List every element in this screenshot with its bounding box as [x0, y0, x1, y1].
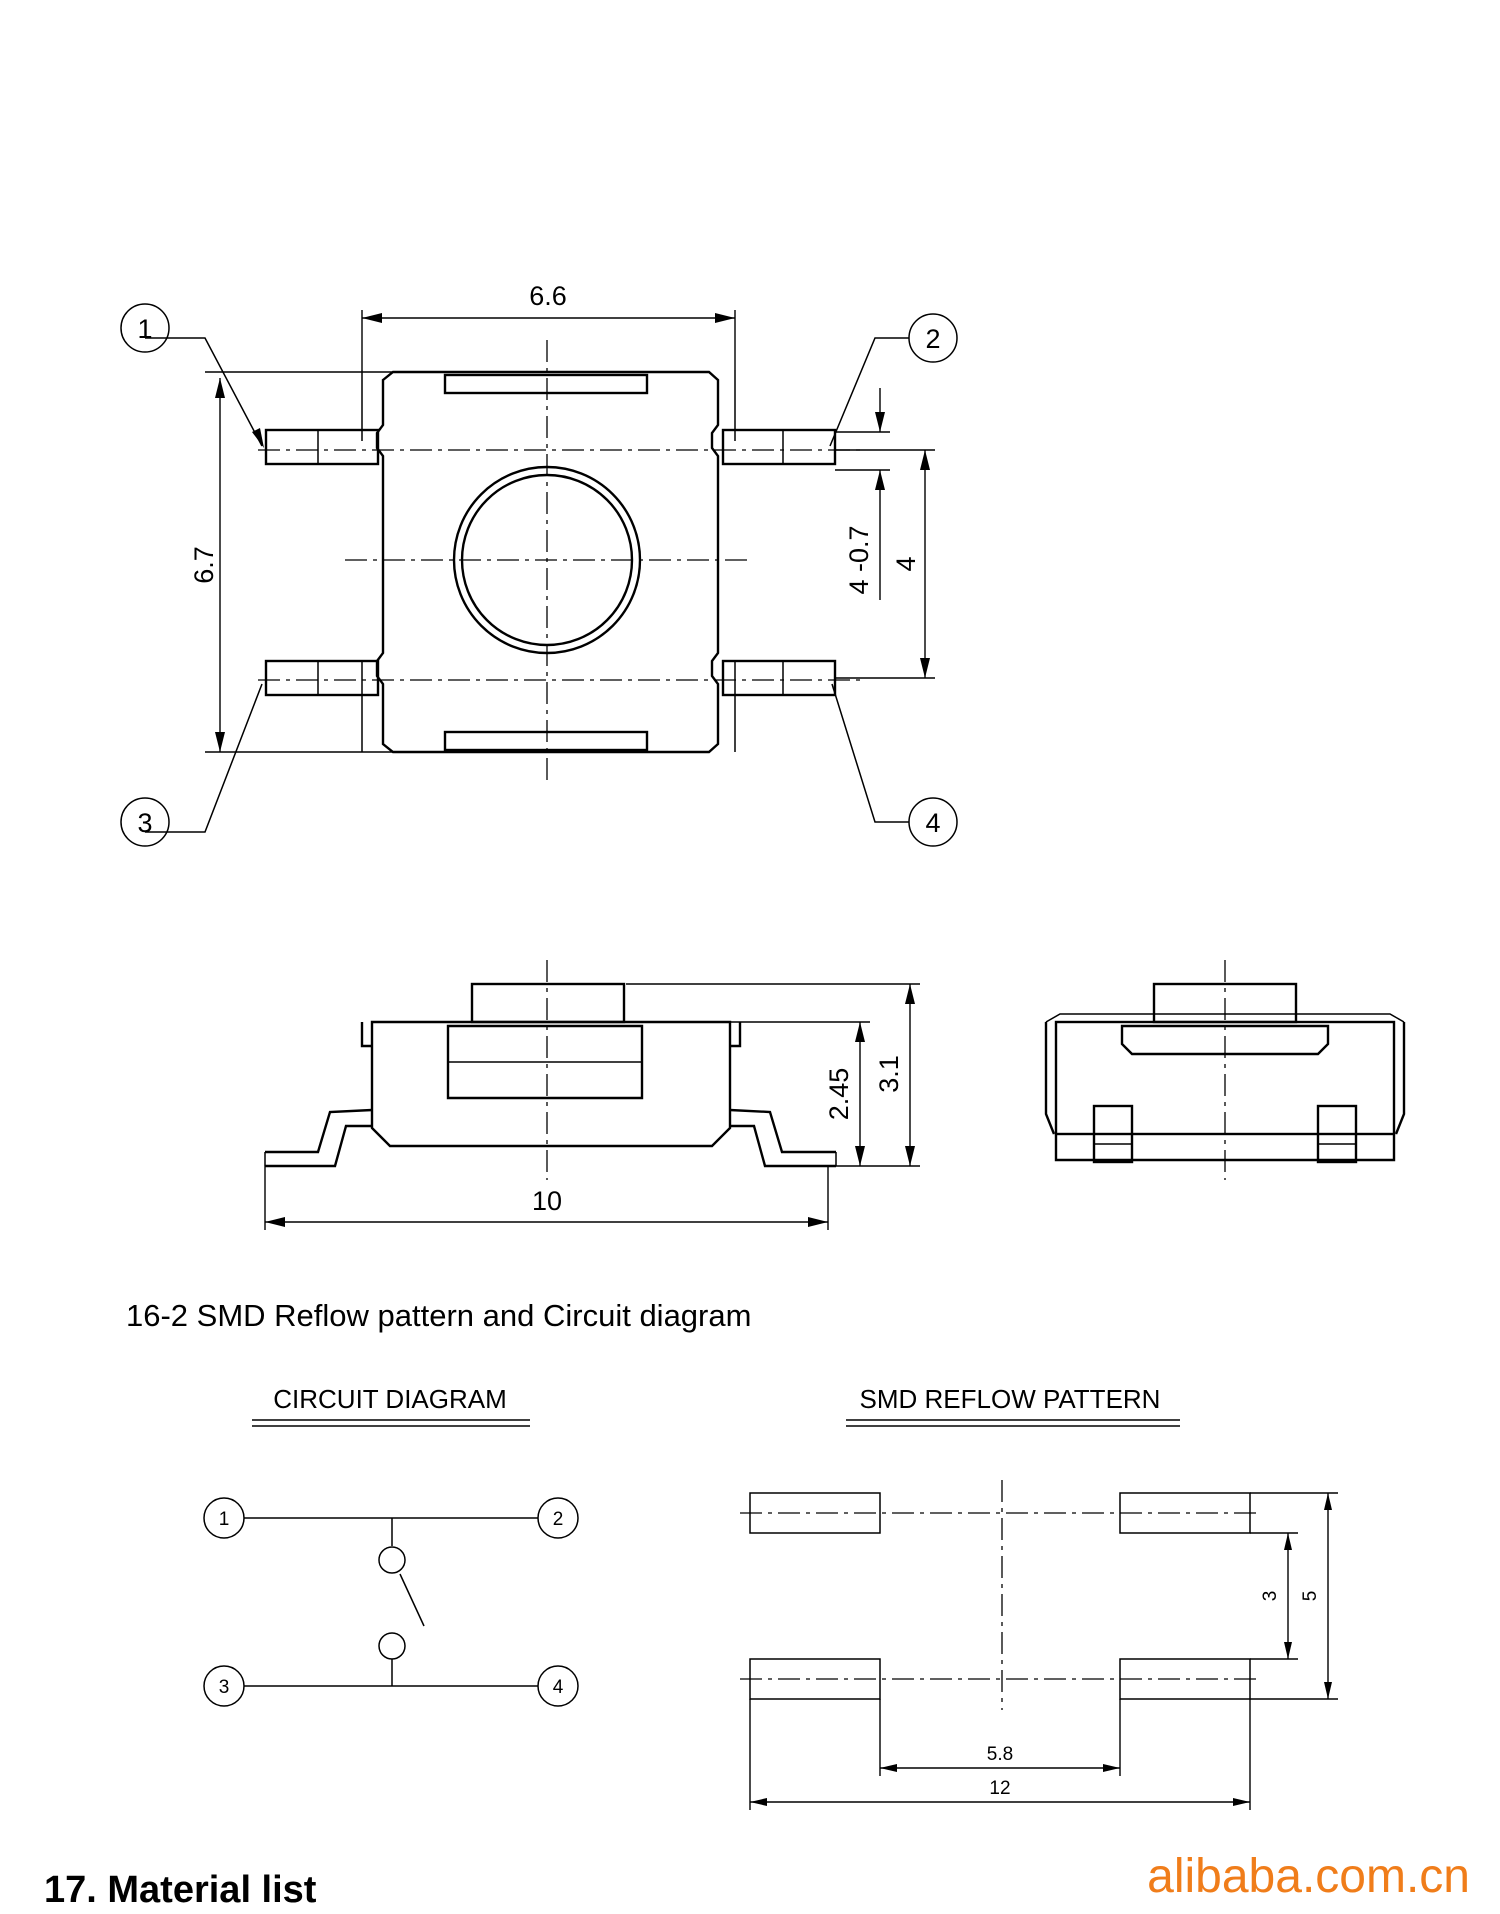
end-actuator-base	[1120, 1024, 1330, 1056]
callout-1-label: 1	[137, 314, 152, 344]
callout-1: 1	[120, 303, 264, 448]
svg-text:2: 2	[553, 1509, 564, 1530]
circuit-title: CIRCUIT DIAGRAM	[273, 1384, 507, 1414]
dim-pad-gap-label: 3	[1260, 1591, 1281, 1602]
dim-body-height-label: 2.45	[824, 1068, 854, 1121]
end-view	[1044, 960, 1406, 1180]
dim-pad-span: 5	[1250, 1492, 1338, 1700]
side-frame-tabs	[360, 1022, 742, 1048]
end-lead-left	[1092, 1104, 1134, 1164]
dim-pitch: 4	[835, 449, 935, 679]
lead-3	[264, 659, 380, 697]
side-lead-left	[265, 1108, 373, 1168]
svg-text:3: 3	[219, 1677, 230, 1698]
dim-pitch-inner: 4 -0.7	[835, 388, 890, 600]
circuit-diagram: CIRCUIT DIAGRAM 1 2 3 4	[203, 1384, 579, 1707]
end-lead-right	[1316, 1104, 1358, 1164]
switch-lever	[399, 1573, 425, 1627]
side-inner-block	[446, 1024, 644, 1100]
callout-4-label: 4	[925, 808, 940, 838]
side-body	[370, 1020, 732, 1148]
callout-2: 2	[829, 313, 958, 447]
dim-length-label: 10	[532, 1186, 562, 1216]
callout-4: 4	[831, 683, 958, 847]
lead-1	[264, 428, 380, 466]
svg-text:4: 4	[553, 1677, 564, 1698]
svg-text:1: 1	[219, 1509, 230, 1530]
switch-contact-bottom	[378, 1632, 406, 1660]
dim-length: 10	[264, 1166, 829, 1230]
dim-total-height-label: 3.1	[874, 1055, 904, 1093]
top-view: 6.6 6.7 4 4 -0.7	[120, 281, 958, 847]
callout-3-label: 3	[137, 808, 152, 838]
top-slot	[443, 373, 649, 395]
dim-body-height: 2.45	[730, 1021, 920, 1167]
dim-total-height: 3.1	[626, 983, 920, 1166]
dim-pitch-label: 4	[891, 556, 921, 571]
dim-outer-span-label: 12	[989, 1778, 1010, 1799]
switch-contact-top	[378, 1546, 406, 1574]
dim-pad-span-label: 5	[1300, 1591, 1321, 1602]
end-frame	[1044, 1022, 1406, 1135]
dim-inner-spacing: 5.8	[879, 1699, 1121, 1776]
dim-inner-spacing-label: 5.8	[987, 1744, 1013, 1765]
side-view: 10 2.45 3.1	[264, 960, 920, 1230]
watermark: alibaba.com.cn	[1147, 1850, 1470, 1903]
dim-pad-gap: 3	[1250, 1532, 1298, 1660]
switch-body-outline	[375, 370, 720, 754]
dim-outer-span: 12	[749, 1699, 1251, 1810]
dim-width-label: 6.6	[529, 281, 567, 311]
dim-height-label: 6.7	[189, 546, 219, 584]
next-section-heading: 17. Material list	[44, 1869, 317, 1911]
reflow-pattern: SMD REFLOW PATTERN 3 5	[740, 1384, 1338, 1810]
dim-width: 6.6	[361, 281, 736, 370]
bottom-slot	[443, 730, 649, 752]
side-lead-right	[729, 1108, 836, 1168]
section-heading: 16-2 SMD Reflow pattern and Circuit diag…	[126, 1298, 751, 1333]
callout-3: 3	[120, 683, 263, 847]
reflow-title: SMD REFLOW PATTERN	[860, 1384, 1161, 1414]
dim-pitch-inner-label: 4 -0.7	[844, 525, 874, 594]
lead-4	[721, 659, 837, 697]
lead-2	[721, 428, 837, 466]
side-actuator	[470, 982, 626, 1024]
callout-2-label: 2	[925, 324, 940, 354]
